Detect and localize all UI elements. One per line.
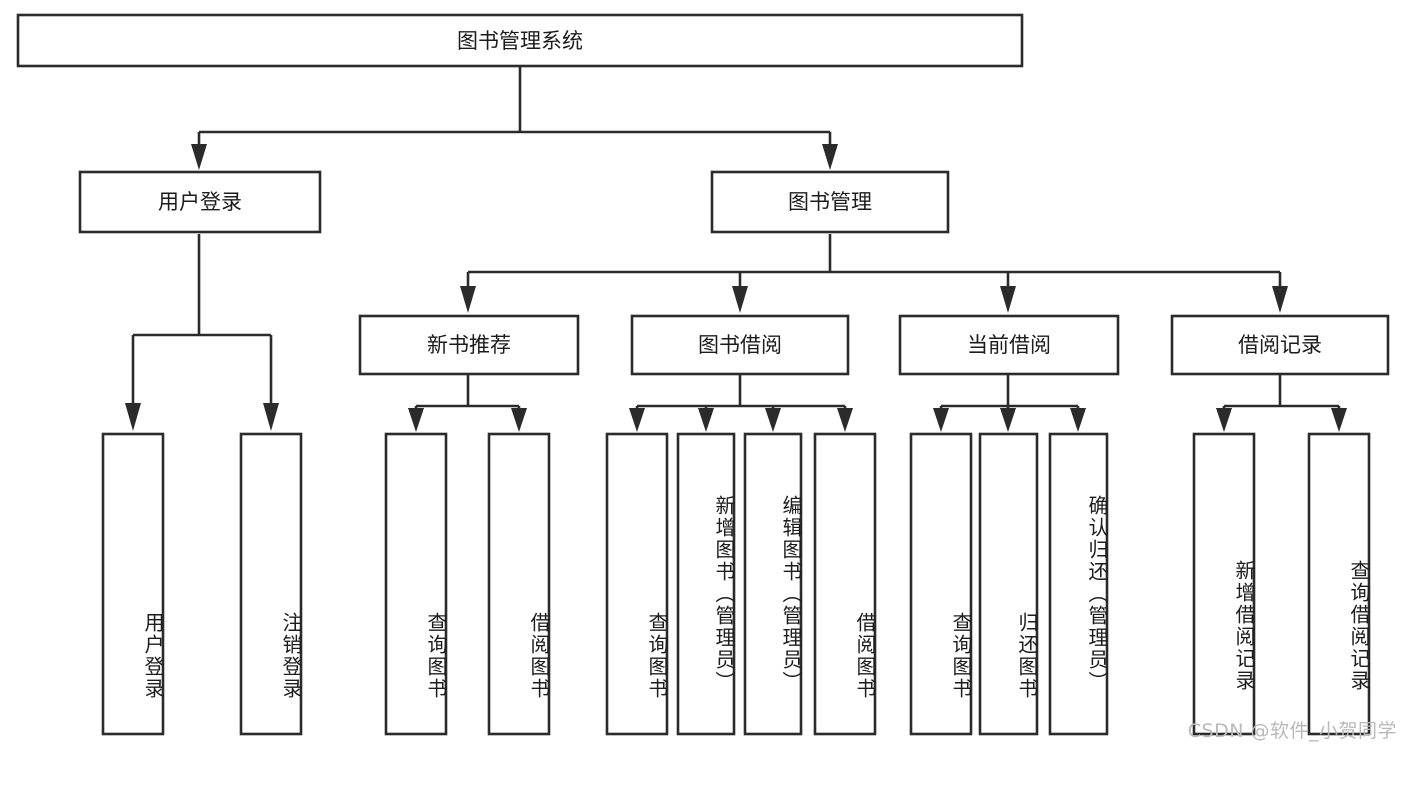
node-root-box[interactable] xyxy=(16,13,1024,68)
node-root-label: 图书管理系统 xyxy=(457,29,583,53)
arrow-head-book-borrow xyxy=(732,286,748,313)
arrow-head-leaf-query-book-1 xyxy=(408,408,424,432)
diagram-canvas: 图书管理系统 用户登录 图书管理 新书推荐 图书借阅 当前借阅 借阅记录 xyxy=(16,13,1390,736)
node-user-login[interactable]: 用户登录 xyxy=(78,170,322,234)
flowchart-diagram: 图书管理系统 用户登录 图书管理 新书推荐 图书借阅 当前借阅 借阅记录 xyxy=(16,13,1397,742)
arrow-head-new-book-recommend xyxy=(460,286,476,313)
node-current-borrow-label: 当前借阅 xyxy=(967,333,1051,357)
arrow-head-leaf-add-book xyxy=(698,408,714,432)
arrow-head-leaf-query-record xyxy=(1331,408,1347,432)
node-book-borrow[interactable]: 图书借阅 xyxy=(630,314,850,376)
node-leaf-query-record-box[interactable] xyxy=(1307,432,1371,736)
node-borrow-record-label: 借阅记录 xyxy=(1238,333,1322,357)
node-new-book-recommend-label: 新书推荐 xyxy=(427,333,511,357)
node-root[interactable]: 图书管理系统 xyxy=(16,13,1024,68)
arrow-head-leaf-query-book-3 xyxy=(933,408,949,432)
arrow-head-user-login xyxy=(191,144,207,170)
node-book-manage-label: 图书管理 xyxy=(788,190,872,214)
node-leaf-borrow-book-1-box[interactable] xyxy=(487,432,551,736)
arrow-head-leaf-confirm-return xyxy=(1070,408,1086,432)
csdn-watermark: CSDN @软件_小贺同学 xyxy=(1187,720,1397,742)
node-leaf-borrow-book-2-box[interactable] xyxy=(813,432,877,736)
arrow-head-leaf-edit-book xyxy=(765,408,781,432)
arrow-head-leaf-query-book-2 xyxy=(629,408,645,432)
node-leaf-confirm-return-box[interactable] xyxy=(1048,432,1109,736)
connectors-group xyxy=(125,66,1347,432)
node-leaf-query-book-3-box[interactable] xyxy=(909,432,973,736)
node-book-borrow-label: 图书借阅 xyxy=(698,333,782,357)
node-user-login-label: 用户登录 xyxy=(158,190,242,214)
node-new-book-recommend-box[interactable] xyxy=(358,314,580,376)
node-leaf-query-book-1-box[interactable] xyxy=(384,432,448,736)
node-user-login-box[interactable] xyxy=(78,170,322,234)
arrow-head-leaf-borrow-book-1 xyxy=(511,408,527,432)
node-leaf-user-login-box[interactable] xyxy=(101,432,165,736)
node-current-borrow-box[interactable] xyxy=(898,314,1120,376)
arrow-head-book-manage xyxy=(822,144,838,170)
node-borrow-record[interactable]: 借阅记录 xyxy=(1170,314,1390,376)
arrow-head-leaf-logout xyxy=(263,403,279,431)
arrow-head-leaf-return-book xyxy=(1000,408,1016,432)
node-book-manage[interactable]: 图书管理 xyxy=(710,170,950,234)
leaf-boxes-group xyxy=(101,432,1371,736)
arrow-head-leaf-borrow-book-2 xyxy=(837,408,853,432)
node-leaf-add-book-box[interactable] xyxy=(676,432,736,736)
node-leaf-logout-box[interactable] xyxy=(239,432,303,736)
node-leaf-add-record-box[interactable] xyxy=(1192,432,1256,736)
arrow-head-borrow-record xyxy=(1272,286,1288,313)
arrow-head-current-borrow xyxy=(1000,286,1016,313)
node-leaf-query-book-2-box[interactable] xyxy=(605,432,669,736)
node-leaf-return-book-box[interactable] xyxy=(978,432,1039,736)
node-new-book-recommend[interactable]: 新书推荐 xyxy=(358,314,580,376)
node-book-manage-box[interactable] xyxy=(710,170,950,234)
node-current-borrow[interactable]: 当前借阅 xyxy=(898,314,1120,376)
node-leaf-edit-book-box[interactable] xyxy=(743,432,803,736)
node-borrow-record-box[interactable] xyxy=(1170,314,1390,376)
arrow-head-leaf-user-login xyxy=(125,403,141,431)
arrow-head-leaf-add-record xyxy=(1216,408,1232,432)
node-book-borrow-box[interactable] xyxy=(630,314,850,376)
